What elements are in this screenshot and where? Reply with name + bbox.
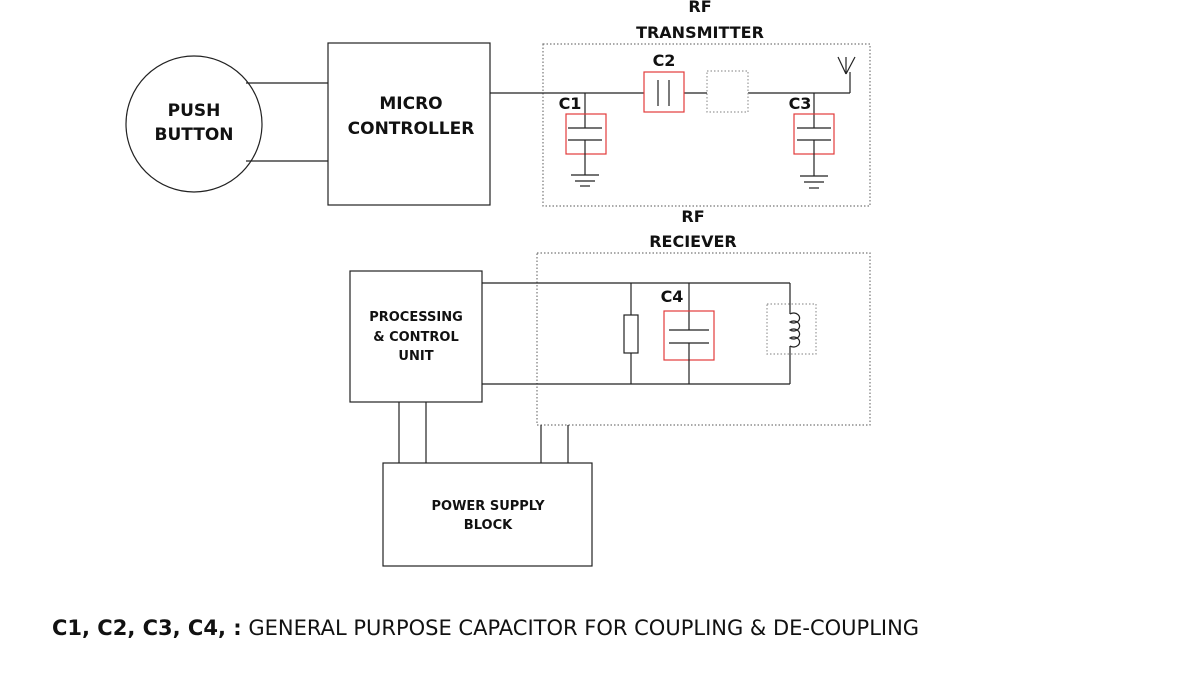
power-supply-box xyxy=(382,462,593,567)
rf-transmitter-box xyxy=(542,43,871,207)
tx-component-placeholder xyxy=(706,70,749,113)
processing-unit-label-3: UNIT xyxy=(398,349,433,364)
rf-transmitter-label-1: RF xyxy=(688,0,711,16)
c1-highlight xyxy=(565,113,607,155)
push-button-label-2: BUTTON xyxy=(154,125,233,145)
c4-label: C4 xyxy=(661,287,684,306)
resistor-body xyxy=(623,314,639,354)
antenna-arm-right xyxy=(845,56,856,75)
c2-label: C2 xyxy=(653,51,676,70)
c1-label: C1 xyxy=(559,94,582,113)
rf-receiver-box xyxy=(536,252,871,426)
legend-term: C1, C2, C3, C4, : xyxy=(52,616,242,640)
processing-unit-box xyxy=(349,270,483,403)
power-supply-label-2: BLOCK xyxy=(464,518,513,533)
micro-controller-label-2: CONTROLLER xyxy=(348,119,475,139)
push-button-label-1: PUSH xyxy=(168,101,221,121)
power-supply-label-1: POWER SUPPLY xyxy=(432,499,546,514)
push-button-circle xyxy=(125,55,263,193)
micro-controller-box xyxy=(327,42,491,206)
legend-caption: C1, C2, C3, C4, : GENERAL PURPOSE CAPACI… xyxy=(52,616,919,640)
processing-unit-label-1: PROCESSING xyxy=(369,310,463,325)
legend-description: GENERAL PURPOSE CAPACITOR FOR COUPLING &… xyxy=(248,616,920,640)
processing-unit-label-2: & CONTROL xyxy=(373,330,459,345)
rf-transmitter-label-2: TRANSMITTER xyxy=(636,23,764,42)
c3-label: C3 xyxy=(789,94,812,113)
antenna-arm-left xyxy=(837,56,847,75)
rf-receiver-label-1: RF xyxy=(681,207,704,226)
rf-receiver-label-2: RECIEVER xyxy=(649,232,737,251)
inductor-coil xyxy=(788,312,801,348)
inductor-box xyxy=(766,303,817,355)
micro-controller-label-1: MICRO xyxy=(379,94,442,114)
c2-highlight xyxy=(643,71,685,113)
